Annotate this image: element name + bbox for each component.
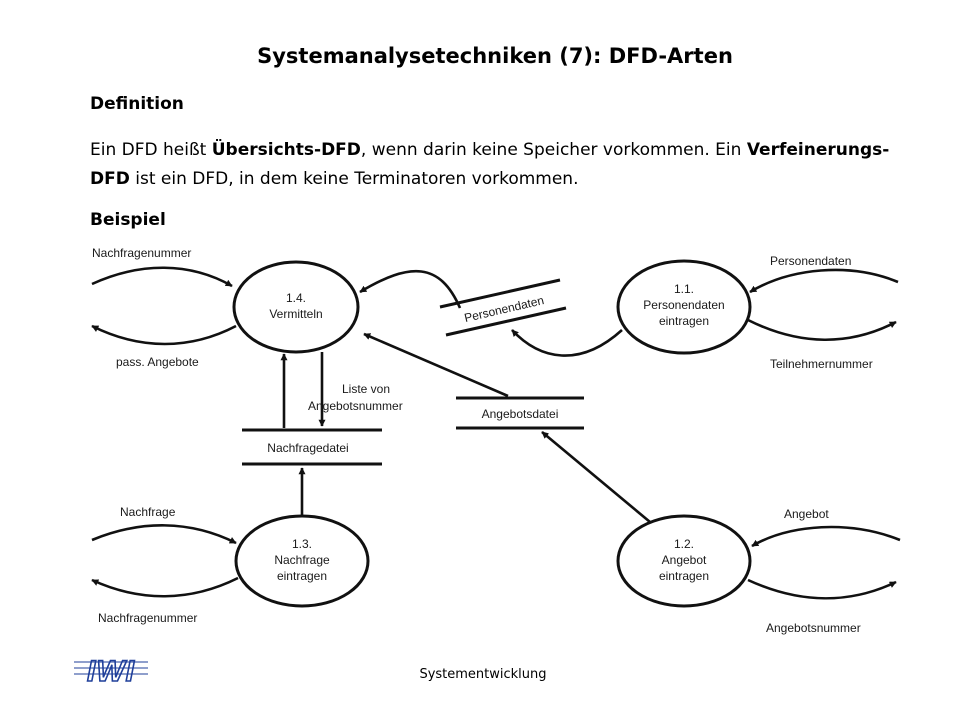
process-number: 1.1. — [674, 282, 694, 296]
flow-nachfragenummer-in: Nachfragenummer — [91, 246, 233, 288]
flow-label: Angebotsnummer — [766, 621, 861, 635]
flow-label: Angebotsnummer — [308, 399, 403, 413]
process-label: eintragen — [659, 569, 709, 583]
process-1-4-vermitteln: 1.4. Vermitteln — [232, 260, 360, 354]
store-angebotsdatei: Angebotsdatei — [456, 396, 584, 430]
process-1-3-nachfrage-eintragen: 1.3. Nachfrage eintragen — [234, 514, 370, 608]
slide-title: Systemanalysetechniken (7): DFD-Arten — [257, 44, 733, 68]
store-label: Angebotsdatei — [482, 407, 559, 421]
iwi-logo: IWI — [72, 654, 150, 688]
process-number: 1.4. — [286, 291, 306, 305]
flow-label: Liste von — [342, 382, 390, 396]
flow-angebot-eintragen-to-angebotsdatei — [541, 431, 651, 523]
process-label: Angebot — [662, 553, 707, 567]
process-number: 1.2. — [674, 537, 694, 551]
flow-angebotsdatei-to-vermitteln — [363, 332, 509, 398]
flow-pass-angebote-out: pass. Angebote — [91, 324, 237, 369]
definition-text-part3: ist ein DFD, in dem keine Terminatoren v… — [129, 169, 579, 189]
flow-liste-von-angebotsnummer: Liste von Angebotsnummer — [308, 352, 403, 427]
process-number: 1.3. — [292, 537, 312, 551]
flow-label: Nachfragenummer — [98, 611, 197, 625]
flow-angebotsnummer-out: Angebotsnummer — [747, 578, 897, 635]
footer-text: Systementwicklung — [419, 667, 547, 682]
flow-label: Teilnehmernummer — [770, 357, 873, 371]
flow-personendaten-in: Personendaten — [749, 254, 899, 294]
flow-label: Nachfrage — [120, 505, 176, 519]
flow-nachfragenummer-out: Nachfragenummer — [91, 576, 239, 625]
flow-label: Personendaten — [770, 254, 851, 268]
flow-label: pass. Angebote — [116, 355, 199, 369]
process-label: Vermitteln — [269, 307, 322, 321]
flow-personendaten-store-to-vermitteln — [359, 269, 462, 309]
example-heading: Beispiel — [90, 210, 166, 230]
flow-nachfrage-in: Nachfrage — [91, 505, 237, 545]
svg-text:IWI: IWI — [87, 655, 135, 688]
process-label: eintragen — [277, 569, 327, 583]
store-label: Nachfragedatei — [267, 441, 348, 455]
process-label: Nachfrage — [274, 553, 330, 567]
process-label: Personendaten — [643, 298, 724, 312]
definition-heading: Definition — [90, 94, 184, 114]
process-1-2-angebot-eintragen: 1.2. Angebot eintragen — [616, 514, 752, 608]
flow-eintragen-to-personendaten-store — [511, 329, 623, 357]
flow-angebot-in: Angebot — [751, 507, 901, 548]
definition-text-part1: Ein DFD heißt — [90, 140, 212, 160]
definition-text: Ein DFD heißt Übersichts-DFD, wenn darin… — [90, 136, 920, 194]
term-uebersichts-dfd: Übersichts-DFD — [211, 140, 361, 160]
definition-text-part2: , wenn darin keine Speicher vorkommen. E… — [360, 140, 747, 160]
flow-label: Angebot — [784, 507, 829, 521]
flow-label: Nachfragenummer — [92, 246, 191, 260]
process-1-1-personendaten-eintragen: 1.1. Personendaten eintragen — [616, 259, 752, 355]
process-label: eintragen — [659, 314, 709, 328]
term-verfeinerungs-dfd: Verfeinerungs-DFD — [90, 140, 890, 189]
flow-teilnehmernummer-out: Teilnehmernummer — [747, 318, 897, 371]
store-nachfragedatei: Nachfragedatei — [242, 428, 382, 466]
